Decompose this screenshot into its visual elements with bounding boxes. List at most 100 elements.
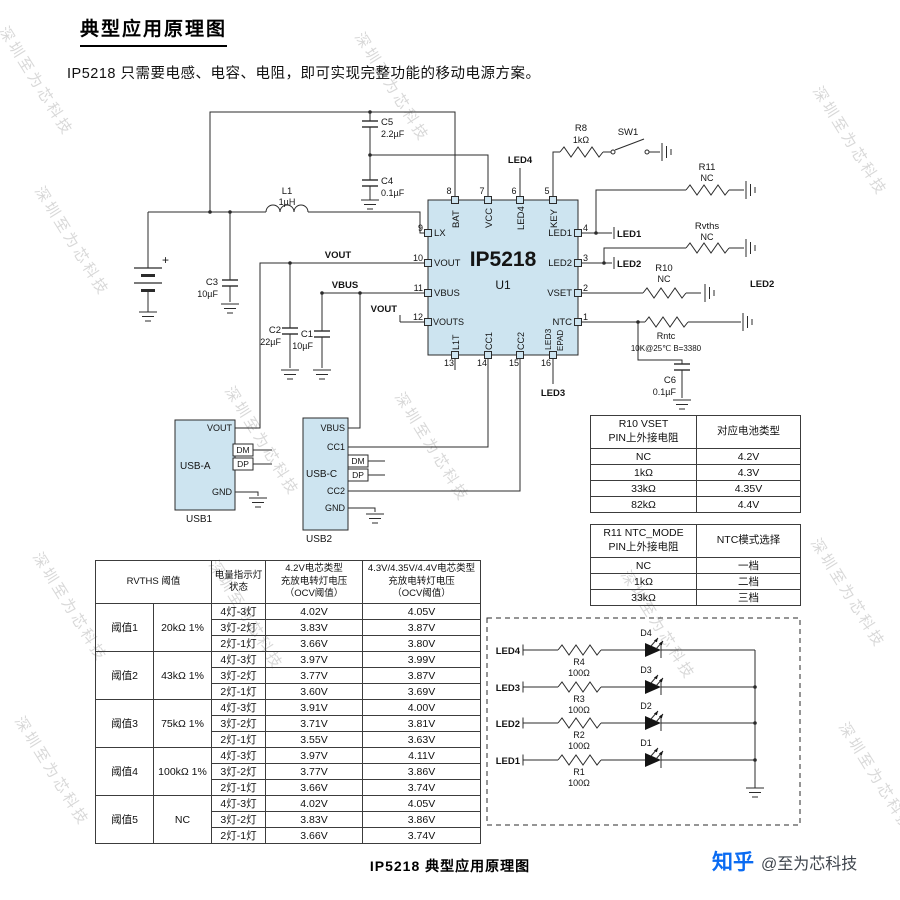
zhihu-credit: 知乎 @至为芯科技 [712,846,857,876]
usb-c-pin-vbus: VBUS [320,423,345,433]
vset-header-1: R10 VSET PIN上外接电阻 [590,415,697,449]
battery: + [134,253,169,322]
table-cell: 3.66V [265,827,364,844]
pin-epad: EPAD [556,330,565,351]
table-cell: 4灯-3灯 [211,603,267,620]
table-cell: 3.63V [362,731,482,748]
svg-text:10: 10 [413,253,423,263]
table-cell: 4灯-3灯 [211,795,267,812]
usb-a-pin-dp: DP [237,459,249,469]
table-cell: 3.77V [265,763,364,780]
pin-vout: VOUT [434,258,461,269]
svg-text:5: 5 [544,186,549,196]
ledbox-res: R2 [573,730,585,740]
pin-vcc: VCC [484,208,495,228]
table-cell: 3.60V [265,683,364,700]
svg-text:14: 14 [477,358,487,368]
rvths-table: RVTHS 阈值 电量指示灯 状态 4.2V电芯类型 充放电转灯电压 （OCV阈… [94,560,482,844]
svg-text:NC: NC [658,274,671,284]
table-cell: 3.66V [265,635,364,652]
table-cell: 2灯-1灯 [211,779,267,796]
table-row: R10 VSET PIN上外接电阻 对应电池类型 [590,415,801,449]
table-cell: 3.83V [265,619,364,636]
table-cell: 75kΩ 1% [152,699,213,748]
svg-text:0.1µF: 0.1µF [653,387,677,397]
chip-ip5218: IP5218 U1 BAT VCC LED4 KEY L1T CC1 CC2 L… [413,186,588,368]
table-cell: 3.81V [362,715,482,732]
table-cell: NC [590,557,697,574]
svg-text:NC: NC [701,173,714,183]
table-cell: 82kΩ [590,496,697,513]
resistor-r8: R8 1kΩ [559,123,604,158]
svg-text:4: 4 [583,223,588,233]
svg-text:10µF: 10µF [197,289,218,299]
svg-text:R11: R11 [699,162,716,173]
table-cell: 4灯-3灯 [211,651,267,668]
svg-text:6: 6 [511,186,516,196]
battery-plus: + [162,253,169,267]
svg-text:C2: C2 [269,325,281,336]
table-cell: 1kΩ [590,464,697,481]
svg-text:R8: R8 [575,123,587,134]
usb-a-label: USB-A [180,461,211,472]
svg-text:C6: C6 [664,375,676,386]
table-cell: 3灯-2灯 [211,763,267,780]
ledbox-res: R1 [573,767,585,777]
ledbox-diode: D1 [640,738,652,748]
table-cell: 3.74V [362,779,482,796]
table-row: R11 NTC_MODE PIN上外接电阻 NTC模式选择 [590,524,801,558]
ledbox-val: 100Ω [568,778,590,788]
svg-text:11: 11 [414,283,423,293]
table-cell: 3灯-2灯 [211,667,267,684]
table-cell: 3.97V [265,747,364,764]
ledbox-val: 100Ω [568,668,590,678]
usb-a-ref: USB1 [186,514,213,525]
svg-text:SW1: SW1 [618,127,639,138]
svg-text:C1: C1 [301,329,313,340]
svg-text:22µF: 22µF [260,337,281,347]
table-cell: 3.83V [265,811,364,828]
net-vout: VOUT [325,250,352,261]
table-cell: 4.02V [265,795,364,812]
table-cell: 3.87V [362,619,482,636]
table-cell: 3.99V [362,651,482,668]
table-cell: 3.55V [265,731,364,748]
usb-c-pin-dp: DP [352,470,364,480]
usb-c-pin-dm: DM [351,456,364,466]
table-cell: 阈值5 [95,795,154,844]
table-cell: 2灯-1灯 [211,827,267,844]
table-cell: 4.2V [696,448,801,465]
resistor-r10: R10 NC [642,263,715,303]
pin-led3: LED3 [543,328,553,350]
ledbox-res: R4 [573,657,585,667]
svg-text:2.2µF: 2.2µF [381,129,405,139]
ntc-header-1: R11 NTC_MODE PIN上外接电阻 [590,524,697,558]
table-cell: 4.00V [362,699,482,716]
table-cell: 3灯-2灯 [211,715,267,732]
page-subtitle: IP5218 只需要电感、电容、电阻，即可实现完整功能的移动电源方案。 [67,66,541,82]
ledbox-res: R3 [573,694,585,704]
table-row: 阈值1 20kΩ 1% 4灯-3灯 4.02V 4.05V [95,603,482,652]
resistor-r11: R11 NC [685,162,756,200]
table-row: 阈值2 43kΩ 1% 4灯-3灯 3.97V 3.99V [95,651,482,700]
table-cell: 4.05V [362,603,482,620]
table-cell: 3.69V [362,683,482,700]
switch-sw1: SW1 [610,127,672,162]
pin-bat: BAT [451,210,462,228]
net-vbus: VBUS [332,280,358,291]
resistor-rvths: Rvths NC [685,221,756,258]
rvths-header-title: RVTHS 阈值 [94,560,213,604]
